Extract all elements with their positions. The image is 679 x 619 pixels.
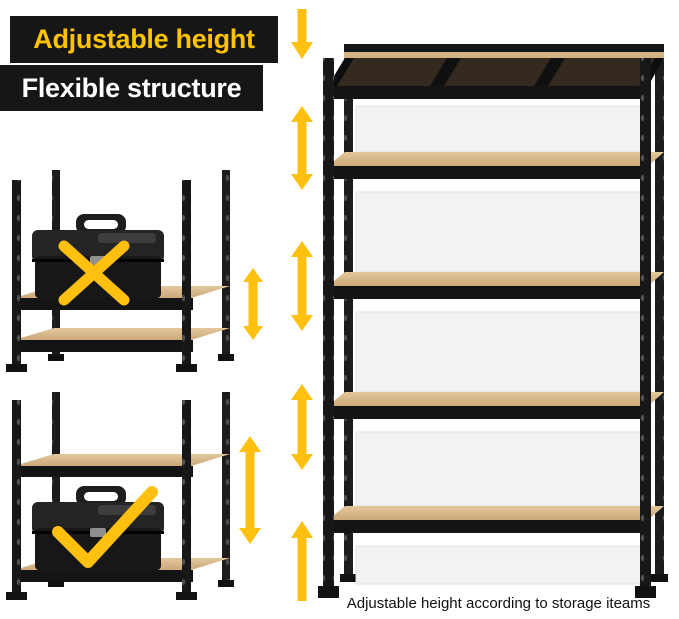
resize-vertical-arrow-icon (243, 268, 263, 340)
down-arrow-icon (291, 9, 313, 59)
front-posts (318, 58, 656, 598)
check-mark-icon (52, 486, 158, 568)
headline-flexible-structure: Flexible structure (0, 65, 263, 111)
rear-posts (340, 44, 668, 582)
caption-text: Adjustable height according to storage i… (346, 595, 651, 612)
x-mark-icon (58, 240, 130, 306)
storage-panels (355, 105, 649, 585)
headline-adjustable-height: Adjustable height (10, 16, 278, 63)
headline-text-1: Adjustable height (33, 24, 255, 54)
small-shelf-right-figure (6, 392, 234, 600)
shelf-tiers (326, 152, 664, 533)
resize-vertical-arrow-icon (291, 106, 313, 190)
small-shelf-wrong-figure (6, 170, 234, 372)
resize-vertical-arrow-icon (291, 384, 313, 470)
resize-vertical-arrow-icon (291, 241, 313, 331)
caption: Adjustable height according to storage i… (320, 595, 677, 612)
front-posts (6, 180, 197, 372)
resize-vertical-arrow-icon (239, 436, 261, 544)
front-posts (6, 400, 197, 600)
headline-text-2: Flexible structure (21, 72, 242, 103)
large-shelf-figure (318, 44, 668, 598)
toolbox (32, 214, 164, 298)
rear-posts (48, 392, 234, 587)
up-arrow-icon (291, 521, 313, 601)
top-shelf (326, 44, 664, 99)
